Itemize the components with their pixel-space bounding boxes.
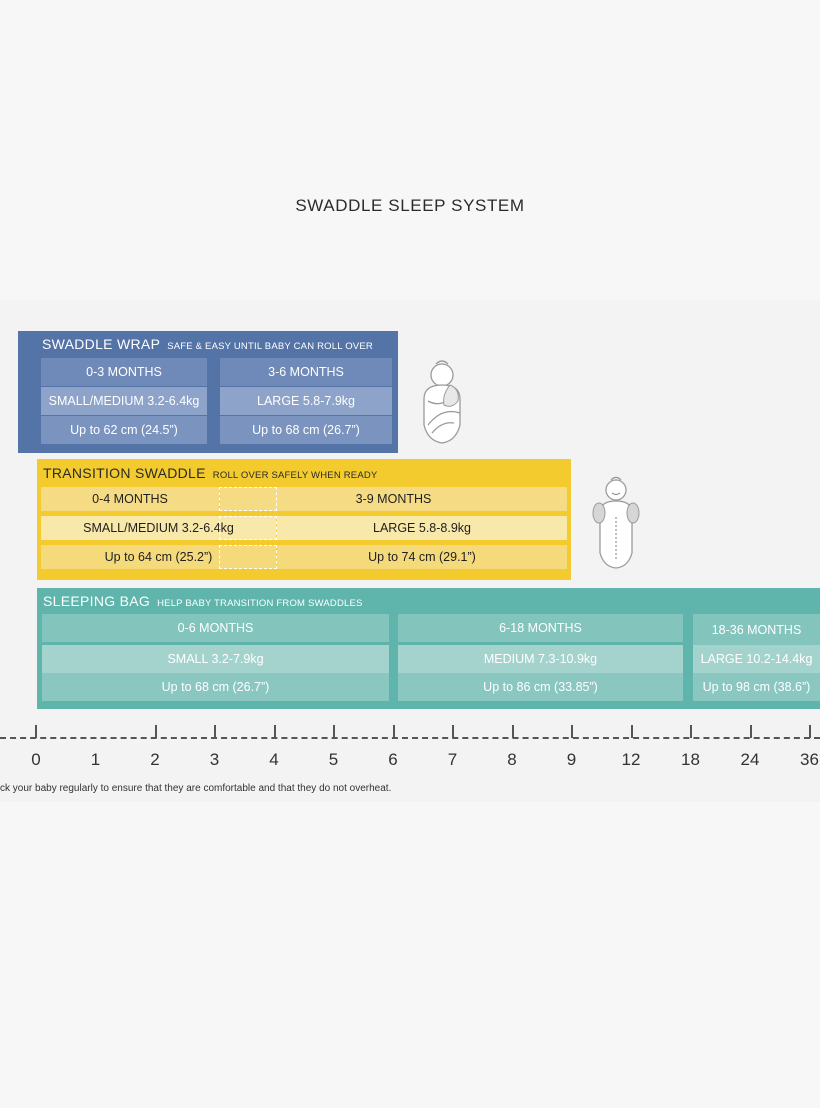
- transition-swaddle-size-0: SMALL/MEDIUM 3.2-6.4kg: [41, 516, 276, 540]
- sleeping-bag-age-0: 0-6 MONTHS: [42, 614, 389, 642]
- axis-tick: [392, 725, 395, 738]
- transition-swaddle-size-1: LARGE 5.8-8.9kg: [277, 516, 567, 540]
- axis-tick-label: 36: [800, 750, 819, 769]
- axis-tick: [690, 725, 692, 738]
- sleeping-bag-title: SLEEPING BAG: [43, 593, 151, 609]
- overlap-marker: [219, 487, 277, 511]
- sleeping-bag-age-2: 18-36 MONTHS: [693, 614, 820, 645]
- overlap-marker: [219, 545, 277, 569]
- axis-tick: [452, 725, 454, 738]
- sleeping-bag-size-0: SMALL 3.2-7.9kg: [42, 645, 389, 673]
- axis-tick: [273, 725, 276, 738]
- transition-swaddle-title: TRANSITION SWADDLE: [43, 465, 206, 481]
- axis-tick-label: 6: [388, 750, 398, 769]
- age-axis-line: [0, 737, 820, 739]
- transition-swaddle-length-1: Up to 74 cm (29.1”): [277, 545, 567, 569]
- axis-tick-label: 0: [31, 750, 41, 769]
- axis-tick: [35, 725, 37, 738]
- axis-tick-label: 18: [681, 750, 700, 769]
- swaddle-wrap-size-1: LARGE 5.8-7.9kg: [220, 387, 392, 415]
- baby-in-transition-swaddle-icon: [592, 476, 640, 569]
- sleeping-bag-size-2: LARGE 10.2-14.4kg: [693, 645, 820, 673]
- swaddle-wrap-size-0: SMALL/MEDIUM 3.2-6.4kg: [41, 387, 207, 415]
- axis-tick-label: 1: [90, 750, 101, 769]
- page-title: SWADDLE SLEEP SYSTEM: [295, 196, 525, 215]
- transition-swaddle-subtitle: ROLL OVER SAFELY WHEN READY: [212, 470, 378, 481]
- sleeping-bag-length-0: Up to 68 cm (26.7”): [42, 673, 389, 701]
- axis-tick: [511, 725, 514, 738]
- axis-tick: [809, 725, 811, 738]
- sleeping-bag-age-1: 6-18 MONTHS: [398, 614, 683, 642]
- swaddle-wrap-header: SWADDLE WRAP SAFE & EASY UNTIL BABY CAN R…: [42, 336, 373, 354]
- transition-swaddle-age-0: 0-4 MONTHS: [41, 487, 219, 511]
- sleeping-bag-subtitle: HELP BABY TRANSITION FROM SWADDLES: [157, 598, 363, 609]
- sleeping-bag-length-1: Up to 86 cm (33.85”): [398, 673, 683, 701]
- swaddle-wrap-title: SWADDLE WRAP: [42, 336, 161, 352]
- axis-tick-label: 5: [328, 750, 339, 769]
- sleeping-bag-header: SLEEPING BAG HELP BABY TRANSITION FROM SW…: [43, 593, 363, 611]
- swaddle-wrap-subtitle: SAFE & EASY UNTIL BABY CAN ROLL OVER: [167, 341, 373, 352]
- sleeping-bag-block: SLEEPING BAG HELP BABY TRANSITION FROM SW…: [37, 588, 820, 709]
- axis-tick-label: 8: [507, 750, 517, 769]
- transition-swaddle-length-0: Up to 64 cm (25.2”): [41, 545, 276, 569]
- swaddle-wrap-age-0: 0-3 MONTHS: [41, 358, 207, 386]
- swaddle-wrap-length-1: Up to 68 cm (26.7”): [220, 416, 392, 444]
- sleeping-bag-length-2: Up to 98 cm (38.6”): [693, 673, 820, 701]
- axis-tick: [630, 725, 633, 738]
- swaddle-wrap-age-1: 3-6 MONTHS: [220, 358, 392, 386]
- sleeping-bag-size-1: MEDIUM 7.3-10.9kg: [398, 645, 683, 673]
- axis-tick: [333, 725, 335, 738]
- transition-swaddle-block: TRANSITION SWADDLE ROLL OVER SAFELY WHEN …: [37, 459, 571, 580]
- axis-tick-label: 3: [209, 750, 220, 769]
- axis-tick: [749, 725, 752, 738]
- safety-note: ck your baby regularly to ensure that th…: [0, 783, 392, 794]
- swaddled-baby-icon: [423, 360, 461, 444]
- axis-tick-label: 24: [740, 750, 760, 769]
- axis-tick-label: 9: [566, 750, 577, 769]
- axis-tick-label: 2: [150, 750, 160, 769]
- axis-tick: [214, 725, 216, 738]
- swaddle-wrap-length-0: Up to 62 cm (24.5”): [41, 416, 207, 444]
- axis-tick-label: 4: [269, 750, 279, 769]
- transition-swaddle-age-1: 3-9 MONTHS: [220, 487, 567, 511]
- axis-tick: [154, 725, 157, 738]
- transition-swaddle-header: TRANSITION SWADDLE ROLL OVER SAFELY WHEN …: [43, 465, 377, 483]
- axis-tick: [571, 725, 573, 738]
- axis-tick-label: 12: [621, 750, 641, 769]
- axis-tick-label: 7: [447, 750, 458, 769]
- overlap-marker: [219, 516, 277, 540]
- swaddle-wrap-block: SWADDLE WRAP SAFE & EASY UNTIL BABY CAN R…: [18, 331, 398, 453]
